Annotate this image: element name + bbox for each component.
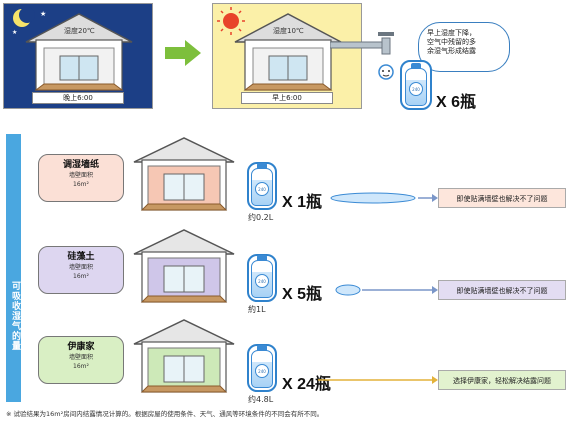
material-title: 硅藻土 <box>67 252 95 262</box>
water-puddle-icon <box>330 192 438 204</box>
water-bottle-icon: 240 <box>251 255 273 298</box>
bubble-line: 空气中残留的多 <box>427 38 476 46</box>
result-box: 即使贴满墙壁也解决不了问题 <box>438 188 566 208</box>
night-time-label: 晚上6:00 <box>32 92 124 104</box>
material-title: 伊康家 <box>67 342 95 352</box>
bottle-volume: 约4.8L <box>248 395 274 404</box>
material-area: 16m² <box>73 181 89 188</box>
condensation-bubble: 早上湿度下降， 空气中残留的多 余湿气形成结露 <box>418 22 510 72</box>
morning-house-illustration <box>217 7 342 91</box>
material-area: 16m² <box>73 363 89 370</box>
morning-time-label: 早上6:00 <box>241 92 333 104</box>
top-bottle-count: X 6瓶 <box>436 94 477 111</box>
morning-scene: 湿度10℃ 早上6:00 <box>212 3 362 109</box>
bottle-count: X 5瓶 <box>282 286 323 303</box>
material-house-illustration <box>133 319 235 393</box>
faucet-icon <box>330 32 394 80</box>
water-bottle-icon: 240 <box>251 163 273 206</box>
result-box: 即使贴满墙壁也解决不了问题 <box>438 280 566 300</box>
water-bottle-icon: 240 <box>405 63 427 106</box>
material-house-illustration <box>133 229 235 303</box>
svg-text:★: ★ <box>40 10 46 18</box>
footnote: ※ 试验结果为16m²房间内结露情况计算的。根据房屋的使用条件、天气、通风等环境… <box>6 410 324 418</box>
material-sub: 墙壁面积 <box>68 172 93 179</box>
absorption-capacity-label: 可吸收湿气的量 <box>6 134 21 402</box>
night-temperature: 湿度20℃ <box>64 27 95 35</box>
result-box: 选择伊康家，轻松解决结露问题 <box>438 370 566 390</box>
bubble-line: 余湿气形成结露 <box>427 47 476 55</box>
morning-temperature: 湿度10℃ <box>273 27 304 35</box>
material-area: 16m² <box>73 273 89 280</box>
night-scene: ★ ★ 湿度20℃ 晚上6:00 <box>3 3 153 109</box>
material-sub: 墙壁面积 <box>68 354 93 361</box>
transition-arrow-icon <box>165 40 201 66</box>
material-box: 伊康家 墙壁面积 16m² <box>38 336 124 384</box>
bottle-count: X 1瓶 <box>282 194 323 211</box>
bottle-volume: 约0.2L <box>248 213 274 222</box>
material-box: 调湿墙纸 墙壁面积 16m² <box>38 154 124 202</box>
night-house-illustration: ★ ★ <box>12 7 133 91</box>
water-puddle-icon <box>335 284 438 296</box>
material-house-illustration <box>133 137 235 211</box>
water-bottle-icon: 240 <box>251 345 273 388</box>
material-box: 硅藻土 墙壁面积 16m² <box>38 246 124 294</box>
bubble-line: 早上湿度下降， <box>427 29 476 37</box>
absorption-arrow-icon <box>318 376 438 384</box>
svg-text:★: ★ <box>12 29 17 36</box>
material-sub: 墙壁面积 <box>68 264 93 271</box>
bottle-volume: 約1L <box>248 305 266 314</box>
material-title: 调湿墙纸 <box>62 160 99 170</box>
